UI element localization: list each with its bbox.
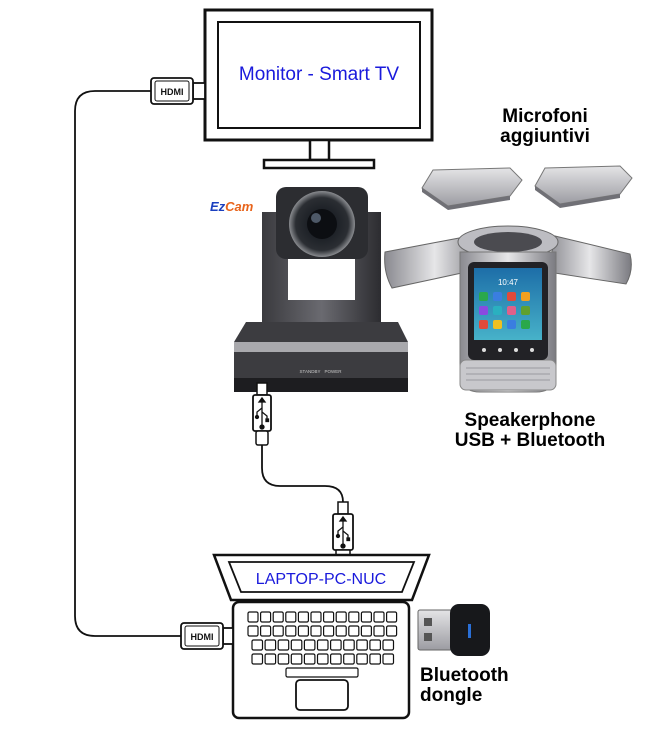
keyboard-key <box>285 611 297 623</box>
keyboard-key <box>290 653 303 665</box>
keyboard-key <box>303 653 316 665</box>
keyboard-key <box>247 611 259 623</box>
keyboard-key <box>264 639 277 651</box>
keyboard-key <box>260 625 272 637</box>
keyboard-key <box>373 611 385 623</box>
hdmi-cable <box>74 90 205 637</box>
speakerphone-clock: 10:47 <box>498 278 519 287</box>
keyboard-key <box>386 625 398 637</box>
monitor-screen <box>217 21 421 129</box>
keyboard-key <box>382 653 395 665</box>
app-icons <box>479 292 530 329</box>
bluetooth-dongle: Bluetooth dongle <box>417 604 509 706</box>
usb-cable <box>261 383 344 512</box>
keyboard-key <box>272 625 284 637</box>
keyboard-key <box>343 639 355 651</box>
keyboard-key <box>348 625 360 637</box>
camera-brand-logo: EzCam <box>210 199 254 214</box>
ptz-camera: EzCam STANDBY POWER <box>210 187 408 392</box>
hdmi-label-bottom: HDMI <box>191 632 214 642</box>
keyboard-key <box>330 653 342 665</box>
hdmi-plug-bottom: HDMI <box>180 622 234 650</box>
keyboard-key <box>369 653 381 665</box>
keyboard-key <box>277 639 290 651</box>
camera-standby-label: STANDBY <box>300 369 321 374</box>
keyboard-key <box>297 625 309 637</box>
hdmi-label-top: HDMI <box>161 87 184 97</box>
usb-symbol-icon <box>254 396 270 430</box>
microphones-label-line1: Microfoni <box>502 106 588 127</box>
microphones: Microfoni aggiuntivi <box>421 106 633 210</box>
keyboard-spacebar <box>285 667 359 678</box>
keyboard-key <box>247 625 259 637</box>
speakerphone-label-line1: Speakerphone <box>465 410 596 431</box>
keyboard-key <box>290 639 303 651</box>
usb-plug-laptop <box>332 501 354 565</box>
usb-plug-camera <box>252 382 272 446</box>
keyboard-key <box>277 653 290 665</box>
keyboard-key <box>335 625 347 637</box>
keyboard-key <box>297 611 309 623</box>
laptop: LAPTOP-PC-NUC <box>212 553 431 720</box>
keyboard-key <box>310 611 322 623</box>
keyboard-key <box>356 639 368 651</box>
laptop-label: LAPTOP-PC-NUC <box>256 571 386 588</box>
keyboard-key <box>264 653 277 665</box>
keyboard-key <box>369 639 381 651</box>
keyboard-key <box>343 653 355 665</box>
keyboard-key <box>356 653 368 665</box>
keyboard-key <box>382 639 395 651</box>
keyboard-key <box>272 611 284 623</box>
speakerphone-buttons <box>482 348 534 352</box>
keyboard-key <box>360 625 372 637</box>
keyboard-key <box>316 653 329 665</box>
speakerphone-label-line2: USB + Bluetooth <box>455 430 605 451</box>
keyboard-key <box>373 625 385 637</box>
dongle-label-line1: Bluetooth <box>420 665 509 686</box>
monitor-neck <box>308 138 331 162</box>
monitor-stand <box>262 158 376 170</box>
keyboard-key <box>316 639 329 651</box>
keyboard-key <box>285 625 297 637</box>
microphones-label-line2: aggiuntivi <box>500 126 590 147</box>
keyboard-key <box>303 639 316 651</box>
keyboard-key <box>260 611 272 623</box>
keyboard-key <box>323 611 335 623</box>
keyboard-key <box>348 611 360 623</box>
usb-symbol-icon <box>335 515 351 549</box>
keyboard-key <box>251 653 264 665</box>
camera-power-label: POWER <box>324 369 342 374</box>
keyboard-key <box>335 611 347 623</box>
monitor-label: Monitor - Smart TV <box>239 64 399 85</box>
extra-microphone <box>421 167 523 210</box>
hdmi-plug-top: HDMI <box>150 77 206 105</box>
keyboard-key <box>360 611 372 623</box>
monitor: Monitor - Smart TV <box>203 8 434 170</box>
keyboard-key <box>386 611 398 623</box>
laptop-touchpad <box>295 679 349 711</box>
dongle-led <box>468 624 471 638</box>
keyboard-key <box>330 639 342 651</box>
speakerphone: 10:47 Speakerphone USB + Blue <box>384 225 632 451</box>
keyboard-key <box>323 625 335 637</box>
keyboard-key <box>251 639 264 651</box>
laptop-keyboard <box>247 611 398 678</box>
extra-microphone <box>534 165 633 208</box>
keyboard-key <box>310 625 322 637</box>
dongle-label-line2: dongle <box>420 685 482 706</box>
